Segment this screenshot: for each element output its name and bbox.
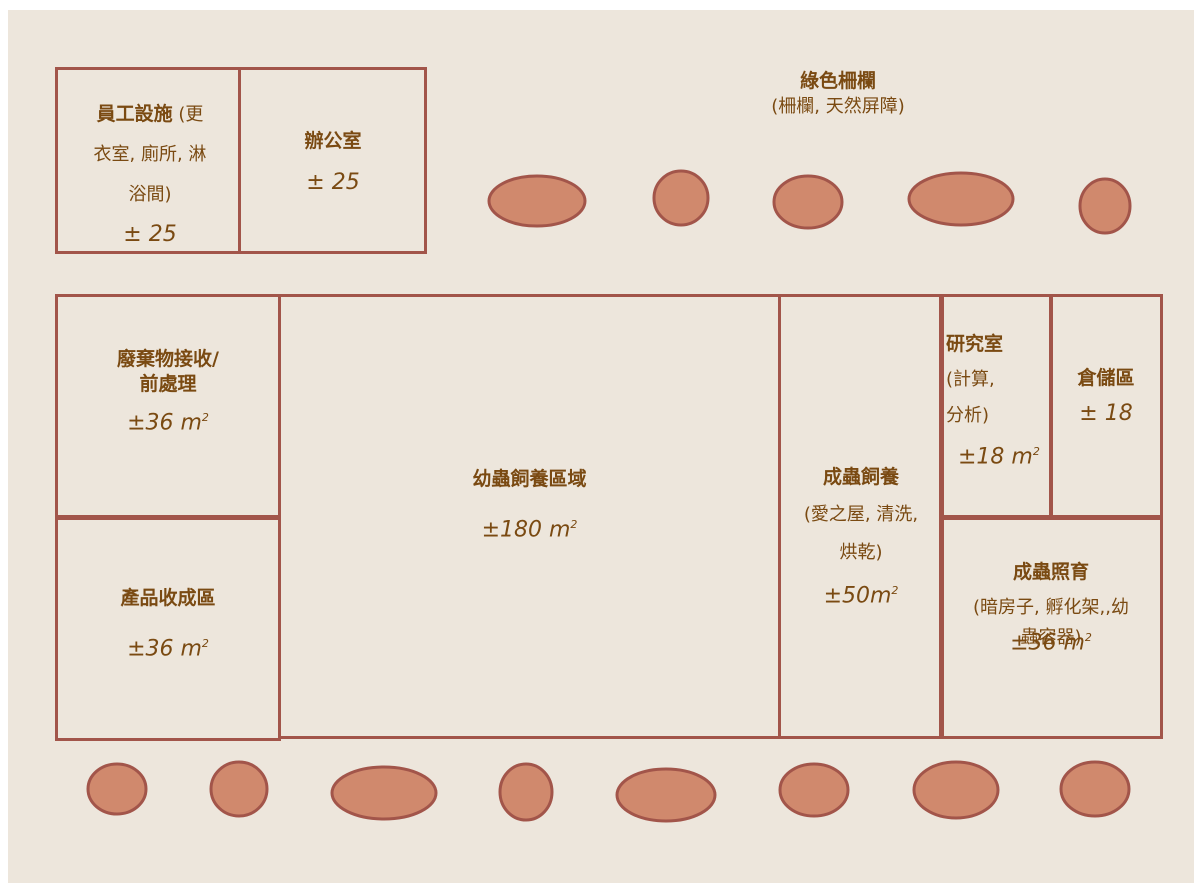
room-storage bbox=[1049, 294, 1163, 520]
waste-label: 廢棄物接收/ 前處理 ±36 m2 bbox=[58, 347, 278, 435]
bush-icon bbox=[207, 758, 271, 820]
lab-desc-a: (計算, bbox=[946, 369, 995, 390]
room-office bbox=[238, 67, 427, 254]
office-name: 辦公室 bbox=[304, 130, 362, 152]
bush-icon bbox=[496, 760, 556, 824]
fence-subtitle: (柵欄, 天然屏障) bbox=[771, 96, 905, 117]
bush-icon bbox=[613, 764, 719, 826]
adult-care-desc-a: (暗房子, 孵化架,,幼 bbox=[973, 597, 1129, 618]
bush-icon bbox=[84, 760, 150, 818]
staff-desc-b: 衣室, 廁所, 淋 bbox=[93, 144, 207, 165]
floor-plan: 綠色柵欄 (柵欄, 天然屏障) 員工設施 (更 衣室, 廁所, 淋 浴間) ± … bbox=[8, 10, 1194, 883]
storage-area: ± 18 bbox=[1079, 401, 1133, 426]
bush-icon bbox=[910, 758, 1002, 822]
adult-care-label: 成蟲照育 (暗房子, 孵化架,,幼 蟲容器) ±36 m2 bbox=[942, 553, 1160, 656]
adult-care-area: ±36 m2 bbox=[1010, 630, 1092, 656]
staff-name: 員工設施 bbox=[96, 103, 173, 125]
larvae-name: 幼蟲飼養區域 bbox=[472, 468, 587, 490]
bush-icon bbox=[328, 762, 440, 824]
larvae-area: ±180 m2 bbox=[481, 517, 578, 543]
lab-name: 研究室 bbox=[946, 333, 1004, 355]
adult-feed-label: 成蟲飼養 (愛之屋, 清洗, 烘乾) ±50m2 bbox=[781, 458, 941, 615]
staff-desc-a: (更 bbox=[172, 104, 204, 125]
harvest-label: 產品收成區 ±36 m2 bbox=[58, 575, 278, 672]
adult-feed-desc-b: 烘乾) bbox=[839, 542, 883, 563]
bush-icon bbox=[485, 170, 589, 232]
storage-name: 倉儲區 bbox=[1077, 367, 1135, 389]
adult-feed-desc-a: (愛之屋, 清洗, bbox=[803, 504, 919, 525]
lab-desc-b: 分析) bbox=[946, 405, 990, 426]
bush-icon bbox=[650, 167, 712, 229]
adult-care-name: 成蟲照育 bbox=[1012, 561, 1089, 583]
adult-feed-name: 成蟲飼養 bbox=[822, 466, 899, 488]
lab-label-clip: 研究室 (計算, 分析) ±18 m2 bbox=[946, 326, 1050, 469]
staff-label-clip: 員工設施 (更 衣室, 廁所, 淋 浴間) ± 25 bbox=[70, 94, 230, 247]
staff-area: ± 25 bbox=[123, 222, 177, 247]
adult-feed-area: ±50m2 bbox=[823, 583, 899, 609]
office-area: ± 25 bbox=[306, 170, 360, 195]
bush-icon bbox=[776, 760, 852, 820]
adult-care-desc-b: 蟲容器) bbox=[1020, 627, 1082, 648]
larvae-label: 幼蟲飼養區域 ±180 m2 bbox=[281, 456, 778, 553]
bush-icon bbox=[770, 172, 846, 232]
bush-icon bbox=[1057, 758, 1133, 820]
staff-desc-c: 浴間) bbox=[128, 184, 172, 205]
bush-icon bbox=[905, 168, 1017, 230]
room-adult-care bbox=[939, 515, 1163, 739]
bush-icon bbox=[1076, 175, 1134, 237]
harvest-name: 產品收成區 bbox=[120, 587, 216, 609]
waste-name-a: 廢棄物接收/ bbox=[117, 348, 219, 370]
harvest-area: ±36 m2 bbox=[127, 636, 209, 662]
waste-name-b: 前處理 bbox=[139, 373, 197, 395]
office-label-clip: 辦公室 ± 25 bbox=[248, 120, 418, 195]
storage-label-clip: 倉儲區 ± 18 bbox=[1052, 360, 1160, 426]
lab-area: ±18 m2 bbox=[958, 444, 1040, 470]
waste-area: ±36 m2 bbox=[127, 410, 209, 436]
fence-label: 綠色柵欄 (柵欄, 天然屏障) bbox=[618, 68, 1058, 120]
fence-title: 綠色柵欄 bbox=[799, 70, 876, 92]
